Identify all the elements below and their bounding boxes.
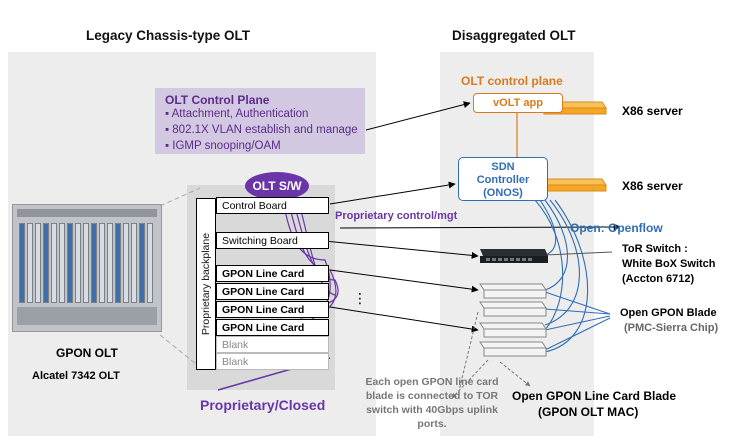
rack-slot [147,223,153,303]
gpon-line-card: GPON Line Card [216,265,329,282]
rack-slot [139,223,145,303]
footnote-line: ports. [417,418,447,430]
blank-slot: Blank [216,353,329,370]
rack-slot [51,223,57,303]
footnote-line: blade is connected to TOR [365,390,499,402]
gpon-olt-label: GPON OLT [56,346,118,360]
pmc-sierra-label: (PMC-Sierra Chip) [624,322,719,334]
footnote: Each open GPON line card blade is connec… [357,375,507,431]
gpon-line-card: GPON Line Card [216,319,329,336]
proprietary-backplane: Proprietary backplane [196,198,216,370]
footnote-line: switch with 40Gbps uplink [366,404,498,416]
tor-label-2: White BoX Switch [622,258,716,270]
control-board: Control Board [216,197,329,214]
control-plane-title: OLT Control Plane [165,93,270,107]
rack-slot [99,223,105,303]
rack-slot [107,223,113,303]
line-card-blade-label-1: Open GPON Line Card Blade [512,389,677,403]
tor-label-3: (Accton 6712) [622,273,695,285]
rack-slot [43,223,49,303]
control-plane-item: ▪ Attachment, Authentication [165,108,309,120]
switching-board: Switching Board [216,232,329,249]
x86-server-label: X86 server [622,104,683,118]
olt-control-plane-label: OLT control plane [461,74,563,88]
volt-app-box: vOLT app [473,93,563,113]
line-card-blade-label-2: (GPON OLT MAC) [538,405,639,419]
control-plane-box [155,88,365,154]
tor-label-1: ToR Switch : [622,243,688,255]
proprietary-closed-label: Proprietary/Closed [200,397,326,413]
control-plane-item: ▪ IGMP snooping/OAM [165,140,281,152]
rack-slot [35,223,41,303]
sdn-line1: SDN [491,161,515,173]
rack-slot [131,223,137,303]
disaggregated-heading: Disaggregated OLT [452,28,576,43]
more-cards-ellipsis: ⋮ [353,290,367,306]
rack-slot [67,223,73,303]
olt-rack-image [12,204,162,332]
sdn-line3: (ONOS) [483,187,523,199]
rack-slot [19,223,25,303]
olt-sw-ellipse: OLT S/W [245,172,309,200]
rack-slot [91,223,97,303]
footnote-line: Each open GPON line card [365,376,499,388]
gpon-line-card: GPON Line Card [216,283,329,300]
tor-switch-top [480,249,548,256]
rack-slot [59,223,65,303]
rack-slot [83,223,89,303]
rack-slot [27,223,33,303]
x86-server-label: X86 server [622,179,683,193]
legacy-heading: Legacy Chassis-type OLT [86,28,251,43]
blank-slot: Blank [216,336,329,353]
backplane-label: Proprietary backplane [200,232,212,336]
open-gpon-blade-label: Open GPON Blade [620,307,717,319]
sdn-controller-box: SDN Controller (ONOS) [458,157,548,201]
rack-slot [75,223,81,303]
rack-slot [123,223,129,303]
alcatel-label: Alcatel 7342 OLT [32,370,120,382]
openflow-label: Open: Openflow [570,221,663,235]
control-plane-item: ▪ 802.1X VLAN establish and manage [165,124,358,136]
proprietary-mgt-label: Proprietary control/mgt [335,210,458,222]
sdn-line2: Controller [476,174,530,186]
gpon-line-card: GPON Line Card [216,301,329,318]
rack-slot [115,223,121,303]
